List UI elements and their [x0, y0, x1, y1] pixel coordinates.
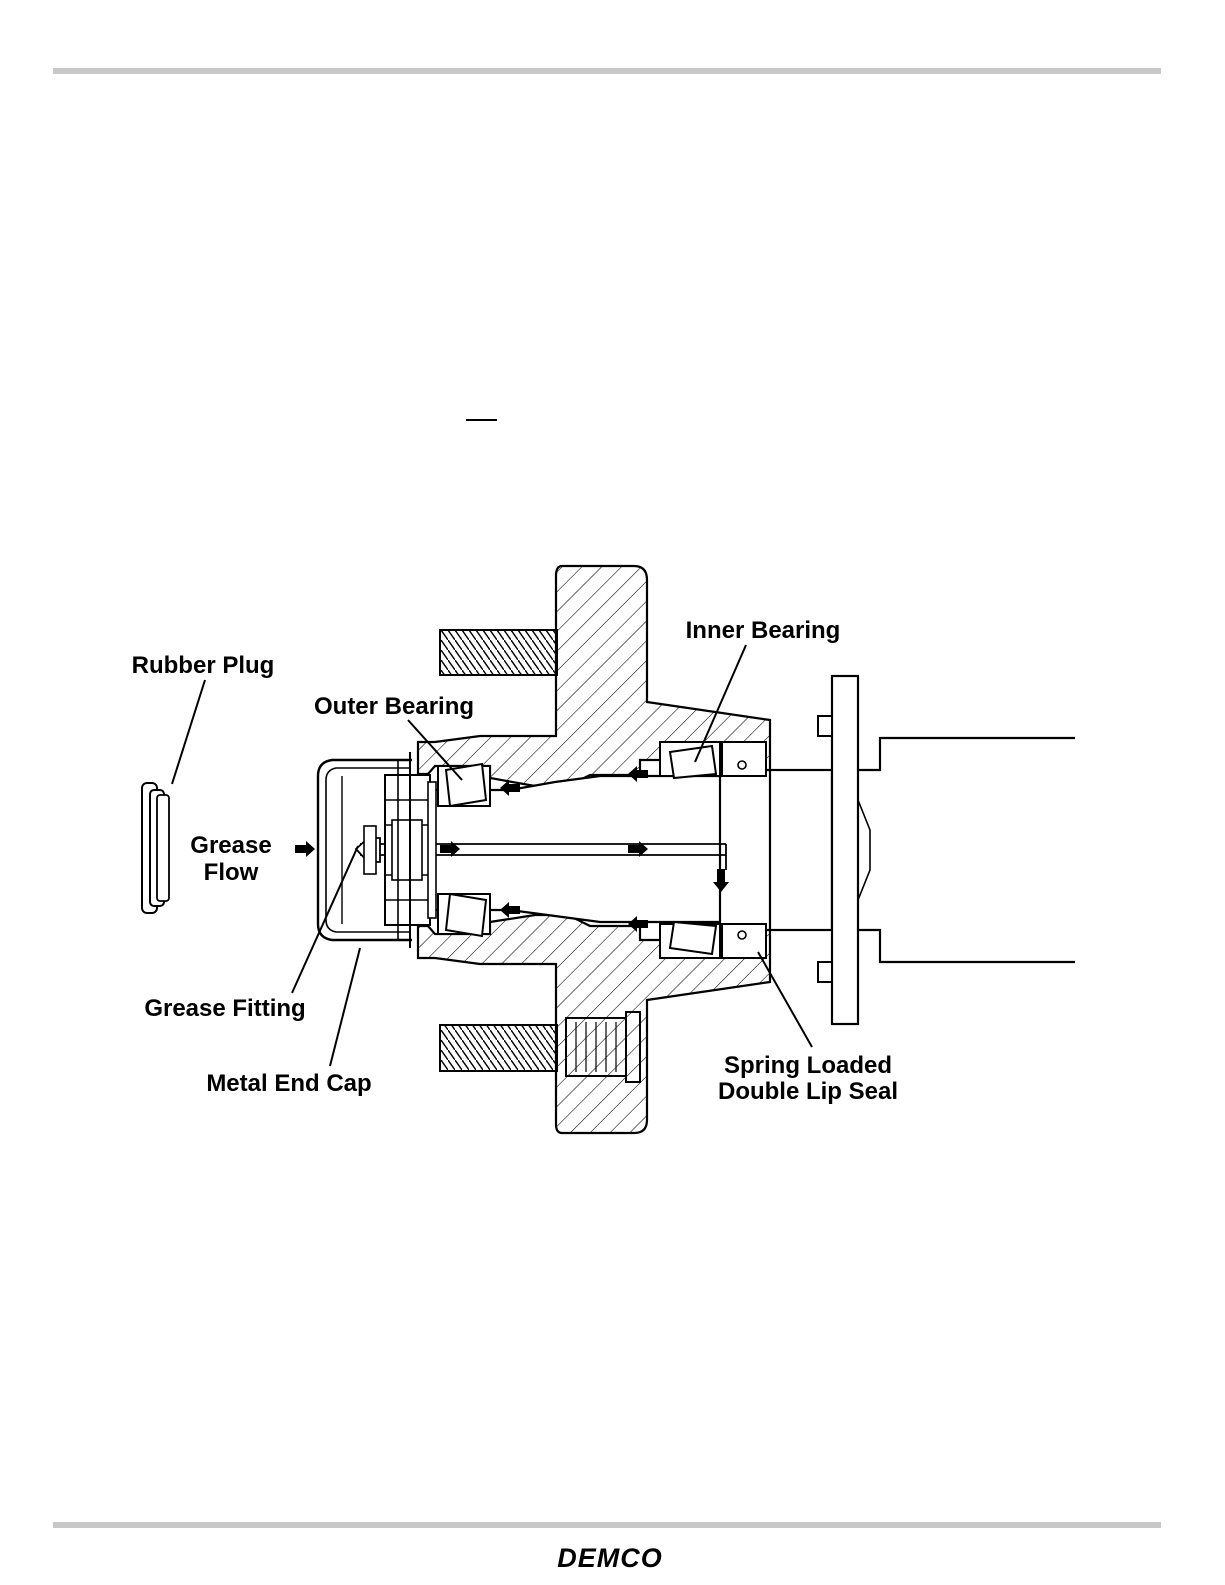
footer-rule [53, 1522, 1161, 1528]
wheel-stud-top [440, 630, 557, 675]
double-lip-seal [722, 742, 766, 958]
rubber-plug-part [142, 783, 169, 913]
logo-text: DEMCO [540, 1542, 680, 1574]
grease-flow-label-line2: Flow [204, 859, 259, 886]
seal-label-line2: Double Lip Seal [718, 1078, 898, 1105]
grease-flow-label-line1: Grease [190, 832, 271, 859]
grease-fitting-part [356, 826, 380, 874]
demco-logo: DEMCO [540, 1542, 680, 1574]
outer-bearing-label: Outer Bearing [314, 693, 474, 720]
rubber-plug-label: Rubber Plug [132, 652, 275, 679]
grease-fitting-label: Grease Fitting [144, 995, 305, 1022]
inner-bearing-label: Inner Bearing [686, 617, 841, 644]
seal-label-line1: Spring Loaded [724, 1052, 892, 1079]
axle-flange [770, 676, 1075, 1024]
metal-end-cap-label: Metal End Cap [206, 1070, 371, 1097]
